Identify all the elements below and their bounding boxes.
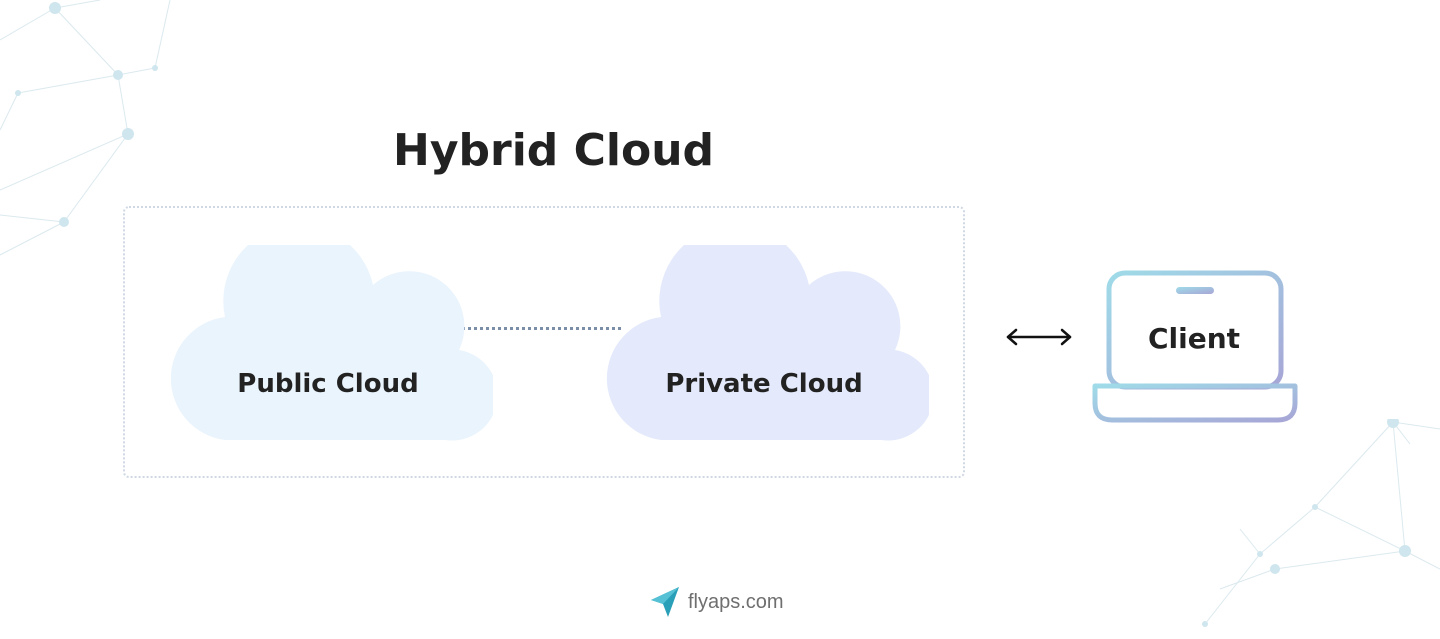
public-cloud: Public Cloud (163, 245, 493, 441)
cloud-connector-line (455, 327, 621, 330)
public-cloud-shape (170, 245, 493, 441)
laptop-icon (1092, 270, 1298, 423)
client-label: Client (1147, 322, 1241, 355)
private-cloud-shape (606, 245, 929, 441)
footer-text[interactable]: flyaps.com (688, 590, 784, 613)
public-cloud-label: Public Cloud (237, 369, 419, 399)
network-background-bottom-right (1202, 419, 1440, 627)
paper-plane-icon (651, 587, 679, 617)
private-cloud: Private Cloud (599, 245, 929, 441)
private-cloud-label: Private Cloud (665, 369, 863, 399)
double-arrow-icon (1006, 328, 1072, 346)
hybrid-cloud-frame (123, 206, 965, 478)
public-cloud-fill (170, 245, 493, 441)
footer-brand[interactable]: flyaps.com (650, 585, 784, 619)
private-cloud-fill (606, 245, 929, 441)
diagram-title: Hybrid Cloud (393, 125, 715, 176)
